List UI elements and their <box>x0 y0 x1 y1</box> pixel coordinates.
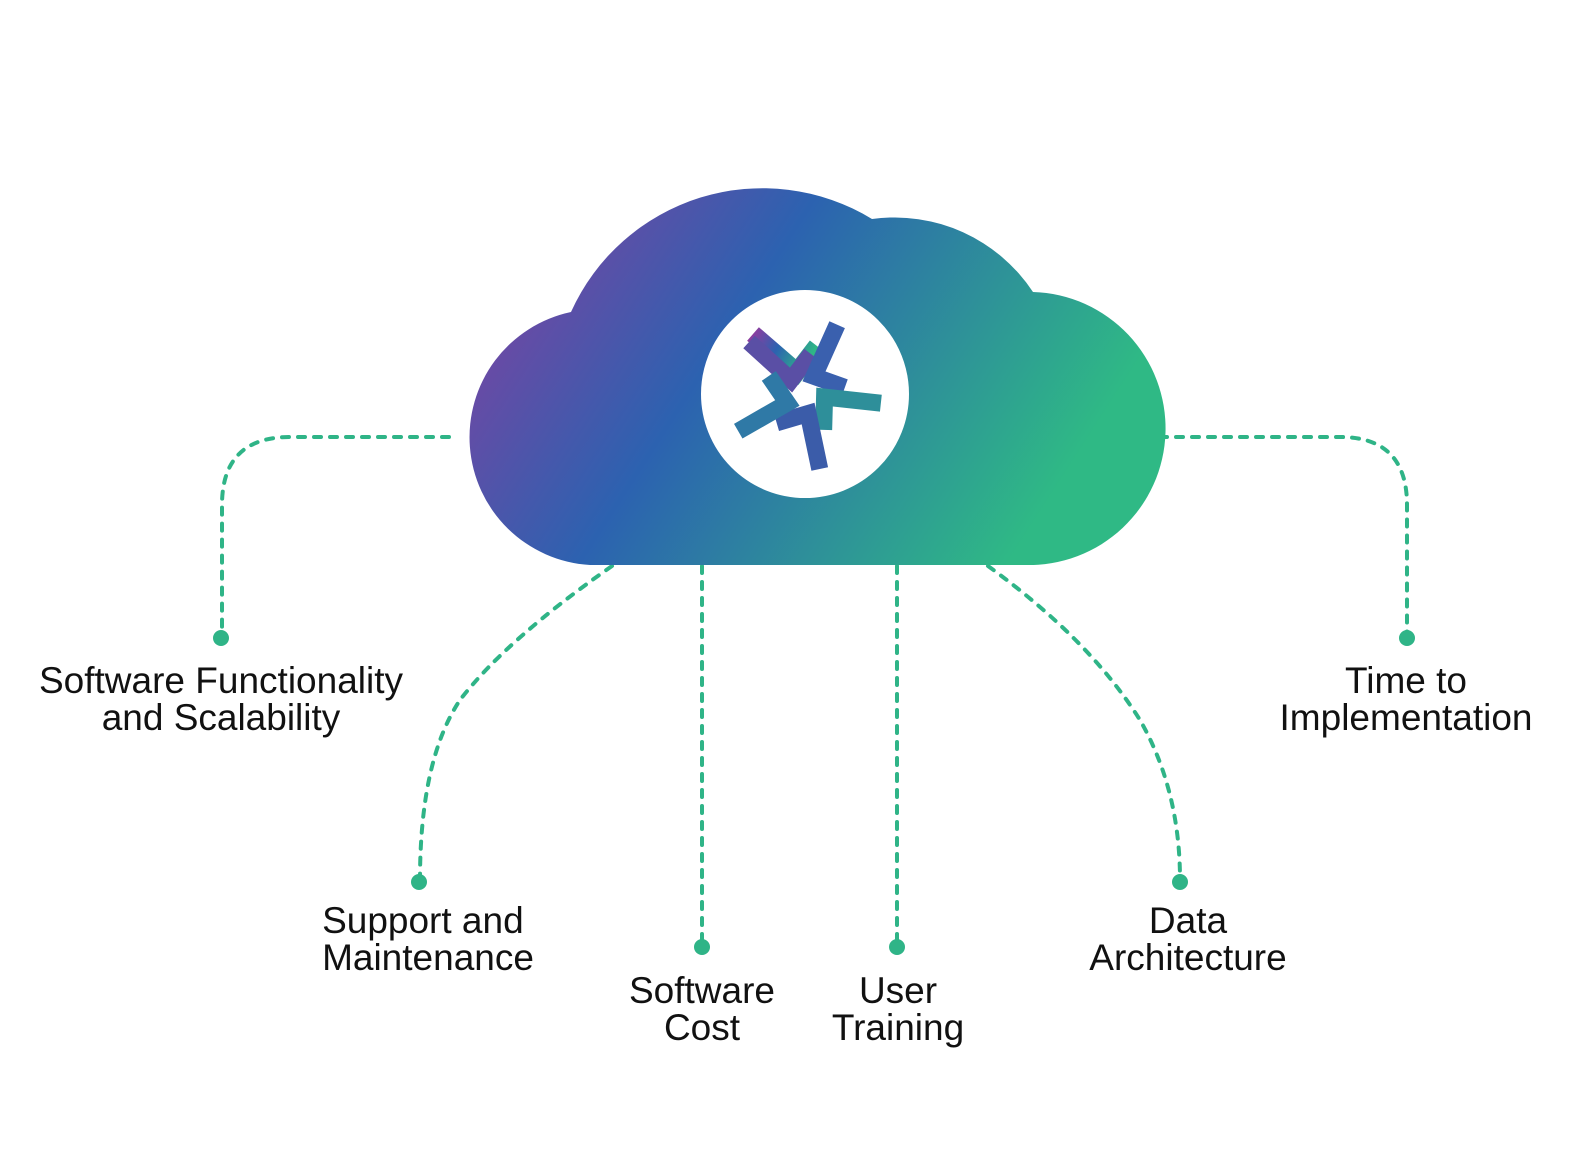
label-line: Software <box>628 970 776 1011</box>
connector-data-architecture <box>986 564 1182 882</box>
label-line: Software Functionality <box>38 660 404 701</box>
endpoint-dot-support-maintenance <box>411 874 427 890</box>
label-line: Training <box>831 1007 965 1048</box>
label-user-training: User Training <box>832 972 964 1046</box>
label-data-architecture: Data Architecture <box>1089 902 1286 976</box>
endpoint-dot-time-to-implementation <box>1399 630 1415 646</box>
label-line: Maintenance <box>322 937 534 978</box>
label-software-functionality: Software Functionality and Scalability <box>39 662 403 736</box>
label-line: Implementation <box>1279 697 1533 738</box>
endpoint-dot-data-architecture <box>1172 874 1188 890</box>
label-line: Time to <box>1345 660 1467 701</box>
connector-time-to-implementation <box>1158 435 1409 638</box>
label-time-to-implementation: Time to Implementation <box>1280 662 1533 736</box>
label-support-maintenance: Support and Maintenance <box>322 902 534 976</box>
endpoint-dot-software-functionality <box>213 630 229 646</box>
rotating-arrows-logo-icon <box>701 290 909 498</box>
label-line: Architecture <box>1089 937 1287 978</box>
label-line: Support and <box>322 900 524 941</box>
label-software-cost: Software Cost <box>629 972 775 1046</box>
label-line: Cost <box>663 1007 741 1048</box>
connector-support-maintenance <box>418 564 614 882</box>
label-line: and Scalability <box>101 697 341 738</box>
endpoint-dot-software-cost <box>694 939 710 955</box>
label-line: User <box>858 970 938 1011</box>
connector-software-functionality <box>220 435 451 638</box>
endpoint-dot-user-training <box>889 939 905 955</box>
label-line: Data <box>1148 900 1228 941</box>
